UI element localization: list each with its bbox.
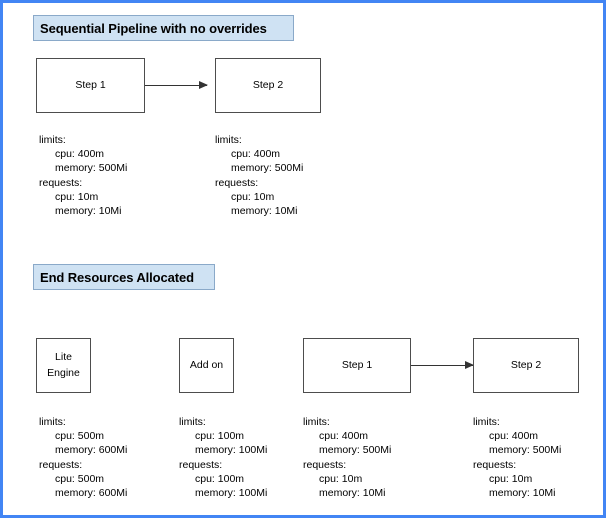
limits-memory: memory: 600Mi bbox=[55, 444, 128, 457]
requests-memory: memory: 600Mi bbox=[55, 487, 128, 500]
limits-memory: memory: 500Mi bbox=[489, 444, 562, 457]
node-lite-engine-line2: Engine bbox=[47, 366, 80, 379]
limits-cpu: cpu: 400m bbox=[231, 148, 281, 161]
section-header-end-resources-allocated: End Resources Allocated bbox=[33, 264, 215, 290]
node-lite-engine-line1: Lite bbox=[55, 351, 72, 364]
arrow-step1-to-step2-bottom bbox=[411, 361, 474, 369]
node-step-2-top[interactable]: Step 2 bbox=[215, 58, 321, 113]
requests-memory: memory: 10Mi bbox=[231, 205, 298, 218]
spec-step-2-top: limits: cpu: 400m memory: 500Mi requests… bbox=[215, 133, 303, 218]
node-lite-engine[interactable]: Lite Engine bbox=[36, 338, 91, 393]
limits-memory: memory: 500Mi bbox=[231, 162, 304, 175]
limits-label: limits: bbox=[215, 134, 242, 146]
limits-label: limits: bbox=[179, 416, 206, 428]
node-step-1-bottom[interactable]: Step 1 bbox=[303, 338, 411, 393]
limits-label: limits: bbox=[303, 416, 330, 428]
section-header-sequential-pipeline: Sequential Pipeline with no overrides bbox=[33, 15, 294, 41]
limits-cpu: cpu: 400m bbox=[319, 430, 369, 443]
arrow-step1-to-step2-top bbox=[145, 81, 208, 89]
limits-label: limits: bbox=[39, 416, 66, 428]
requests-cpu: cpu: 10m bbox=[231, 190, 275, 203]
requests-label: requests: bbox=[39, 176, 83, 189]
limits-memory: memory: 500Mi bbox=[55, 162, 128, 175]
limits-memory: memory: 100Mi bbox=[195, 444, 268, 457]
requests-cpu: cpu: 10m bbox=[55, 190, 99, 203]
node-add-on[interactable]: Add on bbox=[179, 338, 234, 393]
spec-lite-engine: limits: cpu: 500m memory: 600Mi requests… bbox=[39, 415, 127, 500]
requests-cpu: cpu: 100m bbox=[195, 472, 245, 485]
spec-add-on: limits: cpu: 100m memory: 100Mi requests… bbox=[179, 415, 267, 500]
requests-cpu: cpu: 10m bbox=[489, 472, 533, 485]
limits-memory: memory: 500Mi bbox=[319, 444, 392, 457]
node-step-1-top[interactable]: Step 1 bbox=[36, 58, 145, 113]
requests-label: requests: bbox=[215, 176, 259, 189]
requests-memory: memory: 10Mi bbox=[489, 487, 556, 500]
limits-cpu: cpu: 500m bbox=[55, 430, 105, 443]
requests-label: requests: bbox=[39, 458, 83, 471]
limits-label: limits: bbox=[39, 134, 66, 146]
requests-cpu: cpu: 10m bbox=[319, 472, 363, 485]
requests-label: requests: bbox=[473, 458, 517, 471]
limits-label: limits: bbox=[473, 416, 500, 428]
spec-step-2-bottom: limits: cpu: 400m memory: 500Mi requests… bbox=[473, 415, 561, 500]
requests-memory: memory: 100Mi bbox=[195, 487, 268, 500]
spec-step-1-bottom: limits: cpu: 400m memory: 500Mi requests… bbox=[303, 415, 391, 500]
requests-label: requests: bbox=[303, 458, 347, 471]
spec-step-1-top: limits: cpu: 400m memory: 500Mi requests… bbox=[39, 133, 127, 218]
requests-label: requests: bbox=[179, 458, 223, 471]
limits-cpu: cpu: 400m bbox=[489, 430, 539, 443]
requests-cpu: cpu: 500m bbox=[55, 472, 105, 485]
limits-cpu: cpu: 100m bbox=[195, 430, 245, 443]
requests-memory: memory: 10Mi bbox=[55, 205, 122, 218]
limits-cpu: cpu: 400m bbox=[55, 148, 105, 161]
node-step-2-bottom[interactable]: Step 2 bbox=[473, 338, 579, 393]
requests-memory: memory: 10Mi bbox=[319, 487, 386, 500]
